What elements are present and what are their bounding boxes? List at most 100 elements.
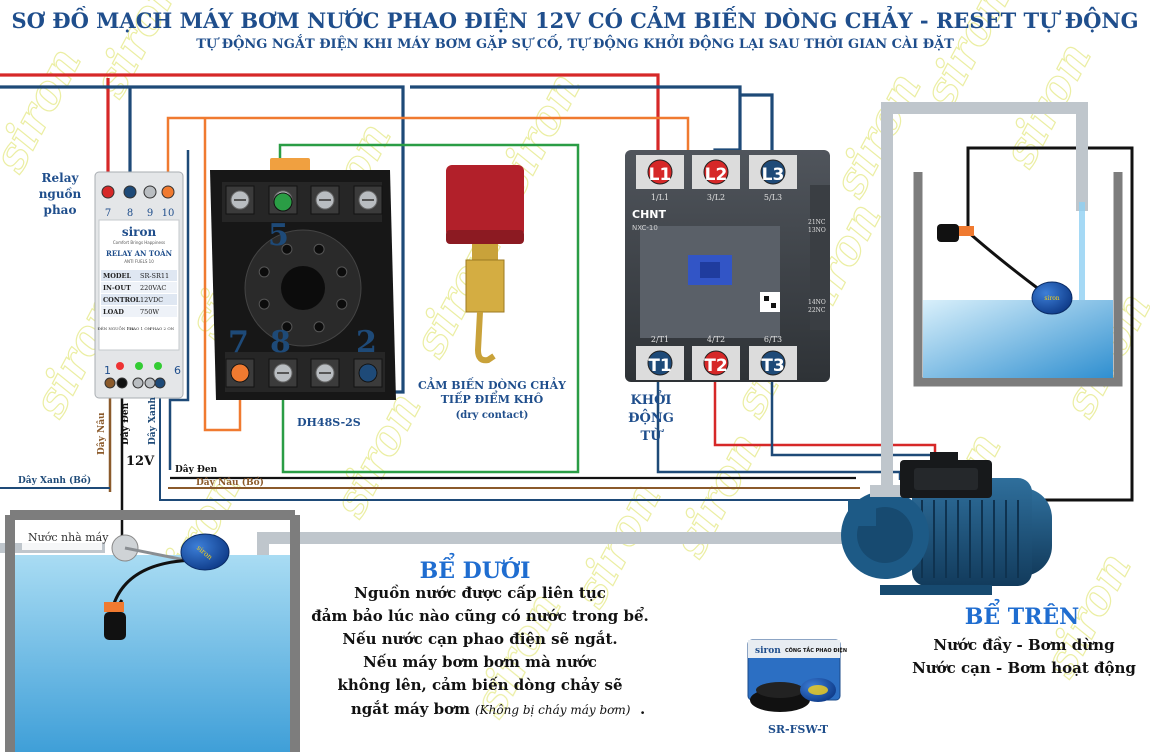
product-box-title: CÔNG TẮC PHAO ĐIỆN: [785, 646, 847, 654]
timer-socket-pin-hole: [258, 266, 270, 278]
relay-indicator-2-label: PHAO 1 ON: [127, 326, 152, 331]
timer-socket-pin-hole: [313, 243, 325, 255]
lower-tank-note-period: .: [640, 700, 645, 718]
upper-tank-walls: [913, 172, 1123, 387]
product-box: siron CÔNG TẮC PHAO ĐIỆN SR-FSW-T: [747, 639, 847, 736]
contactor-bottom-terminal-label: T3: [761, 356, 784, 376]
wire-black-upper-float: [966, 146, 1134, 502]
relay-spec-value: 220VAC: [140, 284, 166, 292]
contactor-qr-mark-2: [771, 303, 776, 308]
relay-label-6: 6: [174, 364, 181, 377]
contactor-bottom-sub-1: 2/T1: [651, 335, 669, 344]
contactor-bottom-terminal-label: T2: [704, 356, 727, 376]
label-black-wire: Dây Đen: [120, 402, 131, 445]
wire-t3: [770, 377, 950, 462]
pump-terminal-lid: [914, 468, 978, 490]
lower-tank-line-4: Nếu máy bơm bơm mà nước: [363, 653, 597, 671]
relay-label-9: 9: [147, 208, 153, 219]
lower-tank: Nước nhà máy siron BỂ DƯỚI Nguồn nước đư…: [5, 510, 649, 752]
contactor-top-terminal: [760, 159, 786, 185]
product-label: SR-FSW-T: [768, 723, 829, 736]
contactor-top-terminal-label: L1: [649, 165, 672, 185]
contactor-top-sub-2: 3/L2: [707, 193, 725, 202]
relay-name: RELAY AN TOÀN: [106, 249, 173, 258]
relay-terminal-10: [161, 185, 175, 199]
contactor-bottom-terminal: [760, 350, 786, 376]
contactor-aux-block: [810, 185, 830, 330]
upper-float-brand: siron: [1044, 295, 1059, 302]
flow-sensor-head: [446, 165, 524, 237]
pump-inlet: [848, 500, 876, 526]
wire-red-l1: [0, 73, 660, 168]
contactor-aux-top-2: 13NO: [808, 227, 826, 234]
flow-sensor-label-3: (dry contact): [456, 410, 529, 421]
inlet-label: Nước nhà máy: [28, 531, 109, 544]
contactor-top-terminal-label: L3: [762, 165, 785, 185]
contactor-model: NXC-10: [632, 224, 658, 232]
contactor-actuator-core: [700, 262, 720, 278]
timer-number-7: 7: [228, 325, 249, 360]
contactor-top-terminal: [647, 159, 673, 185]
lower-tank-line-5: không lên, cảm biến dòng chảy sẽ: [337, 676, 622, 694]
upper-tank-water: [923, 300, 1113, 378]
contactor-bottom-terminal: [647, 350, 673, 376]
contactor-top-sub-3: 5/L3: [764, 193, 782, 202]
page-title: SƠ ĐỒ MẠCH MÁY BƠM NƯỚC PHAO ĐIỆN 12V CÓ…: [11, 6, 1138, 33]
lower-tank-title: BỂ DƯỚI: [420, 553, 531, 584]
lower-tank-walls: [5, 510, 300, 752]
contactor-top-sub-1: 1/L1: [651, 193, 669, 202]
contactor-bottom-terminal: [703, 350, 729, 376]
contactor-aux-bottom-2: 22NC: [808, 307, 826, 314]
contactor-bottom-sub-2: 4/T2: [707, 335, 725, 344]
relay-terminal-6: [154, 377, 166, 389]
wire-green-timer5: [278, 143, 580, 474]
relay-spec-row: [101, 294, 177, 305]
timer-socket-hole: [281, 266, 325, 310]
upper-float-weight: [937, 224, 959, 242]
lower-tank-line-3: Nếu nước cạn phao điện sẽ ngắt.: [342, 630, 617, 648]
flow-sensor-nut: [472, 244, 498, 260]
timer-number-8: 8: [270, 325, 291, 360]
timer-terminal-5-marker: [273, 192, 293, 212]
timer-number-2: 2: [356, 325, 377, 360]
relay-led-float2: [154, 362, 162, 370]
product-box-brand: siron: [755, 646, 781, 656]
product-float-label: [808, 685, 828, 695]
flow-sensor-thread: [465, 259, 505, 313]
product-box-header: [748, 640, 840, 658]
relay-brand-tag: Comfort Brings Happiness: [113, 240, 165, 245]
relay-terminal-8: [123, 185, 137, 199]
contactor-brand: CHNT: [632, 208, 666, 221]
contactor-bottom-sub-3: 6/T3: [764, 335, 782, 344]
flow-sensor-label-1: CẢM BIẾN DÒNG CHẢY: [418, 377, 566, 392]
relay-caption-1: Relay: [42, 171, 80, 185]
discharge-pipe: [881, 102, 1088, 496]
flow-sensor-head-base: [446, 230, 524, 244]
relay-spec-label: LOAD: [103, 308, 124, 316]
wire-orange-timer7: [203, 118, 242, 432]
relay-indicator-1-label: ĐÈN NGUỒN 12V: [97, 326, 134, 331]
upper-float-ball: [1031, 281, 1073, 315]
lower-tank-line-6: ngắt máy bơm: [351, 700, 470, 718]
relay-led-power: [116, 362, 124, 370]
pump-motor: [912, 478, 1032, 586]
relay-terminal-1: [104, 377, 116, 389]
relay-brand: siron: [122, 225, 157, 239]
watermark-text: siron: [322, 383, 432, 526]
inlet-label-bg: [22, 536, 102, 550]
contactor-aux-bottom-1: 14NO: [808, 299, 826, 306]
timer-terminal-2-marker: [358, 363, 378, 383]
product-cable-coil-top: [756, 682, 804, 698]
contactor-caption-3: TỪ: [640, 427, 664, 444]
lower-float-weight: [104, 612, 126, 640]
flow-sensor: CẢM BIẾN DÒNG CHẢY TIẾP ĐIỂM KHÔ (dry co…: [418, 165, 566, 421]
timer-socket-pin-hole: [336, 298, 348, 310]
relay-terminal-4: [144, 377, 156, 389]
relay-label-10: 10: [162, 208, 175, 219]
wire-blue-timer: [168, 150, 190, 470]
pump-base: [880, 585, 992, 595]
relay-spec-value: SR-SR11: [140, 272, 169, 280]
watermark-text: siron: [0, 38, 92, 181]
relay-label-7: 7: [105, 208, 111, 219]
